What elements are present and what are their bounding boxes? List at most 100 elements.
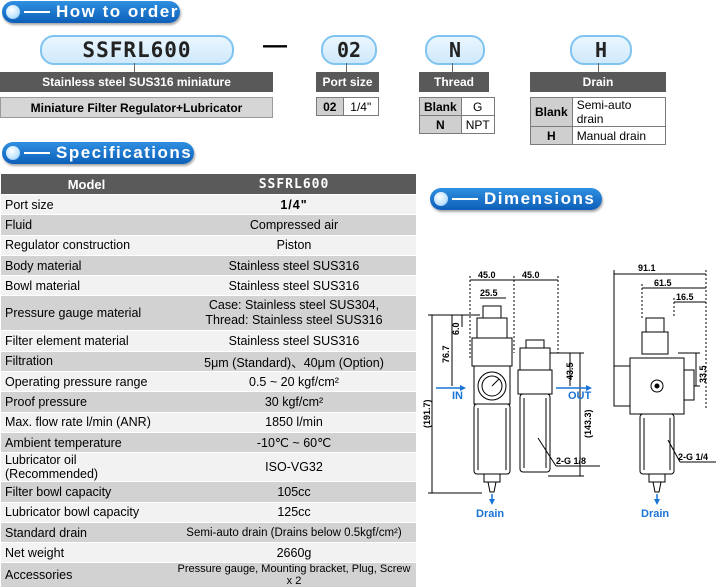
front-view (428, 276, 584, 494)
banner-line (24, 11, 50, 13)
option-key: H (530, 126, 573, 145)
spec-label: Net weight (1, 542, 172, 564)
thread-code-pill: N (425, 35, 485, 65)
banner-line (452, 198, 478, 200)
side-drain-label: Drain (641, 508, 669, 520)
model-description: Stainless steel SUS316 miniature (0, 72, 273, 92)
dim-front-h-upper: 76.7 (441, 345, 451, 363)
spec-label: Max. flow rate l/min (ANR) (1, 412, 172, 433)
how-to-order-title: How to order (56, 2, 179, 21)
side-port-leader (667, 439, 681, 463)
spec-label: Accessories (1, 562, 172, 588)
option-value: G (460, 97, 495, 116)
spec-label: Port size (1, 194, 172, 216)
spec-value: Stainless steel SUS316 (172, 330, 416, 352)
dim-side-w2: 61.5 (654, 278, 672, 288)
spec-header-label: Model (1, 174, 172, 195)
spec-value-line1: Case: Stainless steel SUS304, (208, 298, 380, 313)
thread-options: Blank G N NPT (419, 97, 495, 134)
option-row: Blank Semi-auto drain (530, 97, 667, 127)
spec-label: Filter element material (1, 330, 172, 352)
in-arrow-icon (460, 385, 466, 391)
spec-label: Bowl material (1, 275, 172, 297)
side-drain-arrow-icon (654, 499, 660, 505)
dim-front-h-right2: (143.3) (583, 409, 593, 438)
option-row: Blank G (419, 97, 495, 116)
dim-front-w2: 45.0 (522, 270, 540, 280)
spec-label: Fluid (1, 214, 172, 236)
dim-side-h1: 33.5 (698, 365, 708, 383)
bullet-icon (6, 5, 20, 19)
connector-line (598, 63, 599, 72)
option-key: N (419, 115, 462, 134)
dim-side-w3: 16.5 (676, 292, 694, 302)
dim-front-w3: 25.5 (480, 288, 498, 298)
dimensions-banner: Dimensions (430, 188, 602, 210)
spec-value: 1/4" (172, 194, 416, 216)
banner-line (24, 152, 50, 154)
drain-options: Blank Semi-auto drain H Manual drain (530, 97, 667, 145)
specifications-title: Specifications (56, 143, 193, 162)
spec-row: Lubricator oil (Recommended)ISO-VG32 (1, 452, 416, 483)
spec-label: Pressure gauge material (1, 295, 172, 332)
spec-label: Standard drain (1, 522, 172, 544)
port-size-options: 02 1/4" (316, 97, 379, 116)
model-code-pill: SSFRL600 (40, 35, 234, 65)
port-code-pill: 02 (321, 35, 377, 65)
dim-front-port: 2-G 1/8 (556, 456, 586, 466)
dim-side-port: 2-G 1/4 (678, 452, 708, 462)
drain-arrow-icon (489, 499, 495, 505)
option-key: Blank (530, 97, 573, 127)
connector-line (452, 63, 453, 72)
specifications-banner: Specifications (2, 142, 194, 164)
spec-label: Ambient temperature (1, 432, 172, 454)
dimensions-title: Dimensions (484, 189, 596, 208)
spec-value: 2660g (172, 542, 416, 564)
option-value: Manual drain (571, 126, 667, 145)
spec-value: Case: Stainless steel SUS304,Thread: Sta… (172, 295, 416, 332)
in-label: IN (452, 390, 463, 402)
option-row: N NPT (419, 115, 495, 134)
drain-code-pill: H (570, 35, 632, 65)
spec-value: Piston (172, 235, 416, 256)
spec-label: Proof pressure (1, 391, 172, 413)
dim-side-w1: 91.1 (638, 263, 656, 273)
dim-front-h-top: 6.0 (451, 322, 461, 335)
port-leader (537, 437, 557, 467)
spec-value: Compressed air (172, 214, 416, 236)
spec-value: Stainless steel SUS316 (172, 255, 416, 277)
spec-row: Ambient temperature-10℃ ~ 60℃ (1, 432, 416, 454)
spec-value: 1850 l/min (172, 412, 416, 433)
spec-value: ISO-VG32 (172, 452, 416, 483)
option-key: 02 (316, 97, 344, 116)
spec-value: 105cc (172, 481, 416, 503)
option-row: H Manual drain (530, 126, 667, 145)
side-view (613, 270, 707, 493)
drain-title: Drain (530, 72, 666, 92)
port-size-title: Port size (316, 72, 379, 92)
spec-value: 0.5 ~ 20 kgf/cm² (172, 371, 416, 393)
bullet-icon (434, 192, 448, 206)
option-value: Semi-auto drain (571, 97, 667, 127)
spec-row: Max. flow rate l/min (ANR)1850 l/min (1, 412, 416, 433)
spec-header-value: SSFRL600 (172, 174, 416, 195)
spec-value: Stainless steel SUS316 (172, 275, 416, 297)
dash-separator: — (263, 32, 287, 59)
out-arrow-icon (586, 385, 592, 391)
how-to-order-banner: How to order (2, 1, 180, 23)
dimension-drawing: 45.0 45.0 25.5 (191.7) 76.7 6.0 43.5 (14… (422, 263, 716, 520)
spec-label: Filter bowl capacity (1, 481, 172, 503)
option-value: 1/4" (342, 97, 379, 116)
spec-label: Lubricator bowl capacity (1, 502, 172, 523)
spec-label: Body material (1, 255, 172, 277)
